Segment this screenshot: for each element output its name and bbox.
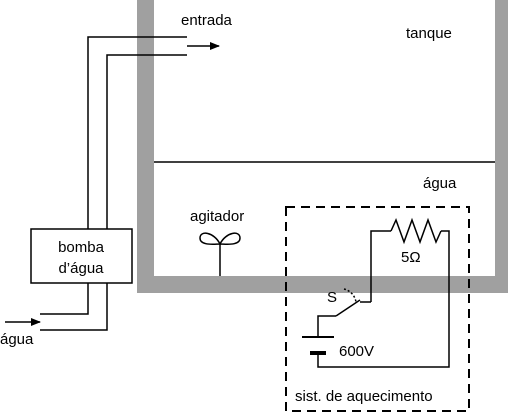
wire-right (317, 230, 450, 368)
tank-right-wall (495, 0, 508, 293)
agua-inlet-label: água (0, 331, 34, 348)
resistor-label: 5Ω (401, 249, 421, 266)
heating-circuit (317, 217, 450, 368)
wire-battery-switch (317, 315, 336, 337)
agitador-label: agitador (190, 208, 244, 225)
tank (137, 0, 508, 293)
pipe-lower-outer-line (40, 283, 89, 315)
battery-label: 600V (339, 343, 374, 360)
heating-system-label: sist. de aquecimento (295, 388, 433, 405)
tank-bottom-wall (137, 276, 508, 293)
pipe-lower-inner-line (40, 283, 108, 331)
inlet-pipe (40, 36, 187, 331)
pump-label-line1: bomba (58, 239, 105, 256)
switch-symbol (335, 299, 361, 317)
battery-symbol (302, 336, 334, 355)
pump-box (30, 228, 133, 284)
pipe-inner-line (106, 54, 187, 229)
wire-left (370, 230, 391, 302)
entrada-label: entrada (181, 12, 233, 29)
tank-left-wall (137, 0, 154, 293)
agitator-icon (199, 232, 241, 276)
pump-label-line2: d’água (58, 260, 104, 277)
pipe-outer-line (87, 36, 187, 229)
agua-tank-label: água (423, 175, 457, 192)
heating-system-box (285, 206, 470, 412)
switch-arc (343, 288, 357, 303)
switch-label: S (327, 289, 337, 306)
tanque-label: tanque (406, 25, 452, 42)
resistor-symbol (390, 217, 442, 245)
